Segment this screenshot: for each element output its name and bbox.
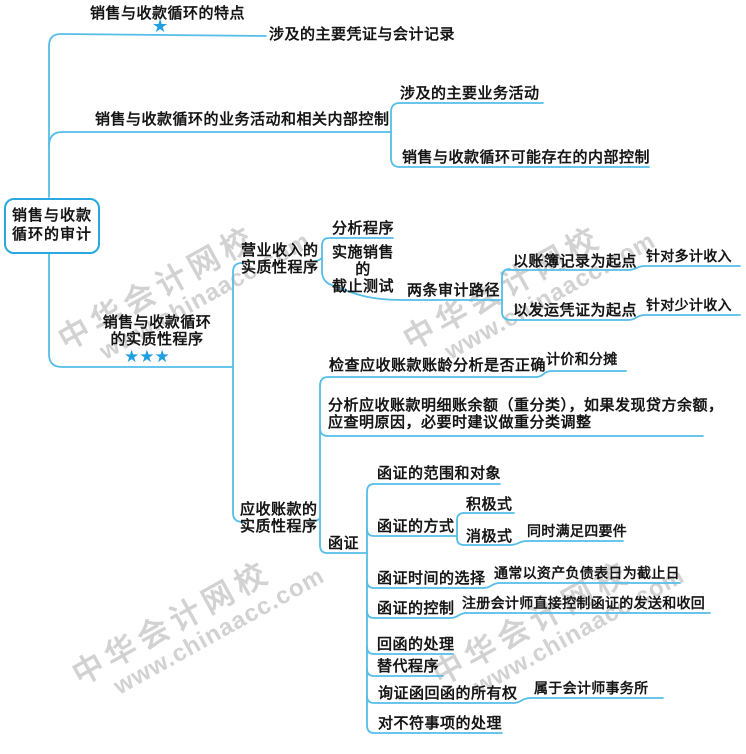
node-main-activities: 涉及的主要业务活动 bbox=[400, 86, 540, 102]
node-exception-handling: 对不符事项的处理 bbox=[378, 716, 503, 732]
node-shipping-doc-start: 以发运凭证为起点 bbox=[513, 303, 638, 319]
node-four-conditions: 同时满足四要件 bbox=[527, 525, 628, 540]
connector-control-note bbox=[366, 610, 711, 619]
connector-alternative bbox=[366, 668, 444, 677]
node-sales-cutoff-test: 实施销售的 截止测试 bbox=[331, 245, 394, 295]
node-valuation-allocation: 计价和分摊 bbox=[546, 353, 618, 368]
node-belongs-to-firm: 属于会计师事务所 bbox=[534, 682, 649, 697]
node-substantive-procedures: 销售与收款循环 的实质性程序 bbox=[102, 315, 212, 348]
node-confirmation-method: 函证的方式 bbox=[377, 519, 455, 535]
connector-paths-bracket bbox=[501, 268, 512, 321]
node-positive-confirmation: 积极式 bbox=[466, 497, 513, 513]
node-alternative-procedures: 替代程序 bbox=[377, 659, 440, 675]
connector-timing-note bbox=[366, 580, 681, 589]
connector-method bbox=[366, 528, 458, 537]
connector-activities-children bbox=[390, 102, 650, 168]
root-label: 销售与收款 循环的审计 bbox=[11, 208, 92, 243]
connector-receivables-children bbox=[319, 376, 537, 554]
importance-stars: ★★★ bbox=[124, 347, 170, 367]
node-root: 销售与收款 循环的审计 bbox=[4, 198, 100, 254]
node-reply-handling: 回函的处理 bbox=[377, 637, 455, 653]
node-two-audit-paths: 两条审计路径 bbox=[407, 283, 501, 299]
node-ledger-start: 以账簿记录为起点 bbox=[513, 254, 638, 270]
connector-aging-note bbox=[535, 370, 627, 378]
node-revenue-substantive: 营业收入的 实质性程序 bbox=[241, 243, 319, 276]
node-internal-controls: 销售与收款循环可能存在的内部控制 bbox=[402, 150, 651, 166]
node-negative-confirmation: 消极式 bbox=[466, 529, 513, 545]
connector-shipping-path bbox=[510, 314, 741, 321]
connector-method-bracket bbox=[456, 512, 465, 546]
node-understated-revenue: 针对少计收入 bbox=[646, 299, 732, 314]
node-cpa-controls-sending: 注册会计师直接控制函证的发送和收回 bbox=[462, 597, 706, 612]
node-confirmation-control: 函证的控制 bbox=[377, 601, 455, 617]
node-confirmation-timing: 函证时间的选择 bbox=[377, 571, 486, 587]
connector-ownership-note bbox=[366, 695, 664, 704]
connector-trunk-bottom-substantive bbox=[48, 250, 234, 368]
node-confirmation: 函证 bbox=[328, 536, 360, 552]
connector-substantive-children bbox=[232, 262, 244, 523]
node-reclassification: 分析应收账款明细账余额（重分类），如果发现贷方余额， 应查明原因，必要时建议做重… bbox=[328, 398, 724, 431]
connector-negative-note bbox=[463, 540, 624, 546]
node-balance-sheet-date: 通常以资产负债表日为截止日 bbox=[494, 567, 680, 582]
node-aging-analysis: 检查应收账款账龄分析是否正确 bbox=[329, 358, 547, 374]
node-business-activities: 销售与收款循环的业务活动和相关内部控制 bbox=[95, 112, 390, 128]
connector-reclassification bbox=[319, 427, 704, 437]
connector-revenue-children bbox=[321, 237, 503, 301]
node-confirmation-scope: 函证的范围和对象 bbox=[377, 466, 502, 482]
node-reply-ownership: 询证函回函的所有权 bbox=[378, 686, 518, 702]
node-overstated-revenue: 针对多计收入 bbox=[646, 250, 732, 265]
connector-confirmation-children bbox=[366, 483, 503, 734]
node-cycle-features: 销售与收款循环的特点 bbox=[90, 6, 246, 22]
connector-reply-handling bbox=[366, 646, 454, 655]
importance-star: ★ bbox=[152, 16, 169, 37]
connector-ledger-path bbox=[507, 265, 741, 271]
connector-activities bbox=[48, 131, 392, 147]
node-analytical-procedures: 分析程序 bbox=[332, 221, 395, 237]
connector-trunk-top-features bbox=[48, 33, 267, 198]
node-vouchers-records: 涉及的主要凭证与会计记录 bbox=[269, 27, 456, 43]
node-receivables-substantive: 应收账款的 实质性程序 bbox=[240, 502, 318, 535]
